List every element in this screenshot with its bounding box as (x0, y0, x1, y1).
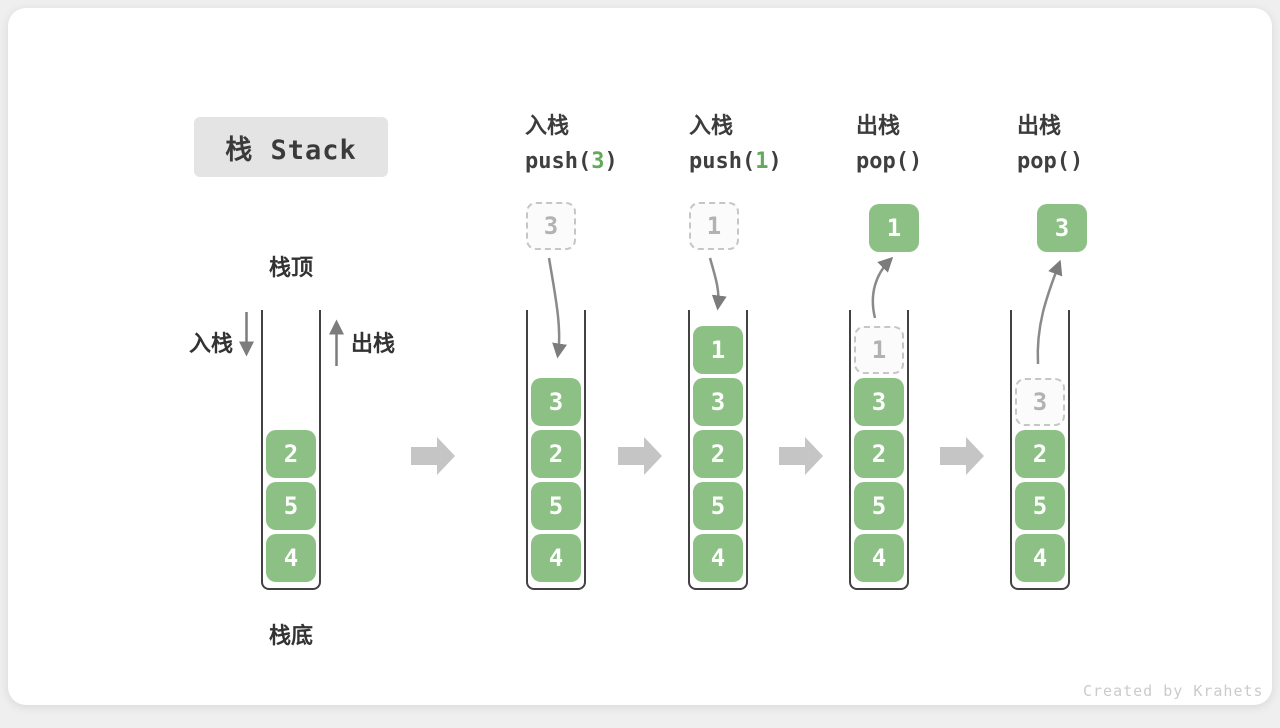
floating-ghost-cell: 1 (689, 202, 739, 250)
next-stage-block-arrow (779, 437, 823, 475)
floating-ghost-cell: 3 (526, 202, 576, 250)
stack-cell: 2 (266, 430, 316, 478)
stage-label-push-1: 入栈 push(1) (689, 114, 782, 175)
code-prefix: push( (689, 149, 756, 174)
stack-cell: 3 (854, 378, 904, 426)
stack-cell: 4 (693, 534, 743, 582)
popped-cell: 3 (1037, 204, 1087, 252)
next-stage-block-arrow (940, 437, 984, 475)
stage-code: push(1) (689, 149, 782, 175)
stage-code: push(3) (525, 149, 618, 175)
stack-cell: 2 (693, 430, 743, 478)
stack-bottom-label: 栈底 (268, 624, 313, 649)
diagram-card: 栈 Stack 入栈 push(3) 入栈 push(1) 出栈 pop() 出… (8, 8, 1272, 705)
stage-title: 出栈 (856, 114, 901, 139)
stage-title: 出栈 (1017, 114, 1062, 139)
stack-cell: 4 (531, 534, 581, 582)
stage-code: pop() (1017, 149, 1084, 174)
stack-cell: 2 (854, 430, 904, 478)
push-1-arrow (708, 257, 727, 311)
page-title: 栈 Stack (225, 134, 357, 166)
next-stage-block-arrow (618, 437, 662, 475)
next-stage-block-arrow (411, 437, 455, 475)
title-box: 栈 Stack (194, 117, 388, 177)
code-arg: 1 (755, 149, 769, 174)
stack-cell: 5 (693, 482, 743, 530)
code-arg: 3 (591, 149, 605, 174)
code-suffix: ) (768, 149, 782, 174)
arrows-overlay (239, 256, 1063, 475)
credit-text: Created by Krahets (1083, 682, 1264, 700)
code-suffix: ) (604, 149, 618, 174)
stack-cell: 4 (266, 534, 316, 582)
stack-cell: 2 (1015, 430, 1065, 478)
stage-title: 入栈 (525, 114, 570, 139)
pop-side-label: 出栈 (351, 332, 396, 357)
stack-cell: 3 (531, 378, 581, 426)
stack-cell: 4 (854, 534, 904, 582)
push-side-label: 入栈 (189, 332, 234, 357)
stack-cell: 3 (693, 378, 743, 426)
popped-cell: 1 (869, 204, 919, 252)
stack-cell: 5 (266, 482, 316, 530)
stack-cell: 4 (1015, 534, 1065, 582)
stack-top-label: 栈顶 (268, 256, 313, 281)
stage-label-pop-1: 出栈 pop() (856, 114, 922, 175)
stack-cell-ghost: 3 (1015, 378, 1065, 426)
stack-cell: 5 (854, 482, 904, 530)
stack-cell: 5 (531, 482, 581, 530)
stack-cell: 2 (531, 430, 581, 478)
code-prefix: push( (525, 149, 592, 174)
stack-cell: 1 (693, 326, 743, 374)
stack-cell-ghost: 1 (854, 326, 904, 374)
stage-code: pop() (856, 149, 923, 174)
stage-title: 入栈 (689, 114, 734, 139)
stack-cell: 5 (1015, 482, 1065, 530)
stage-label-push-3: 入栈 push(3) (525, 114, 618, 175)
stage-label-pop-3: 出栈 pop() (1017, 114, 1083, 175)
